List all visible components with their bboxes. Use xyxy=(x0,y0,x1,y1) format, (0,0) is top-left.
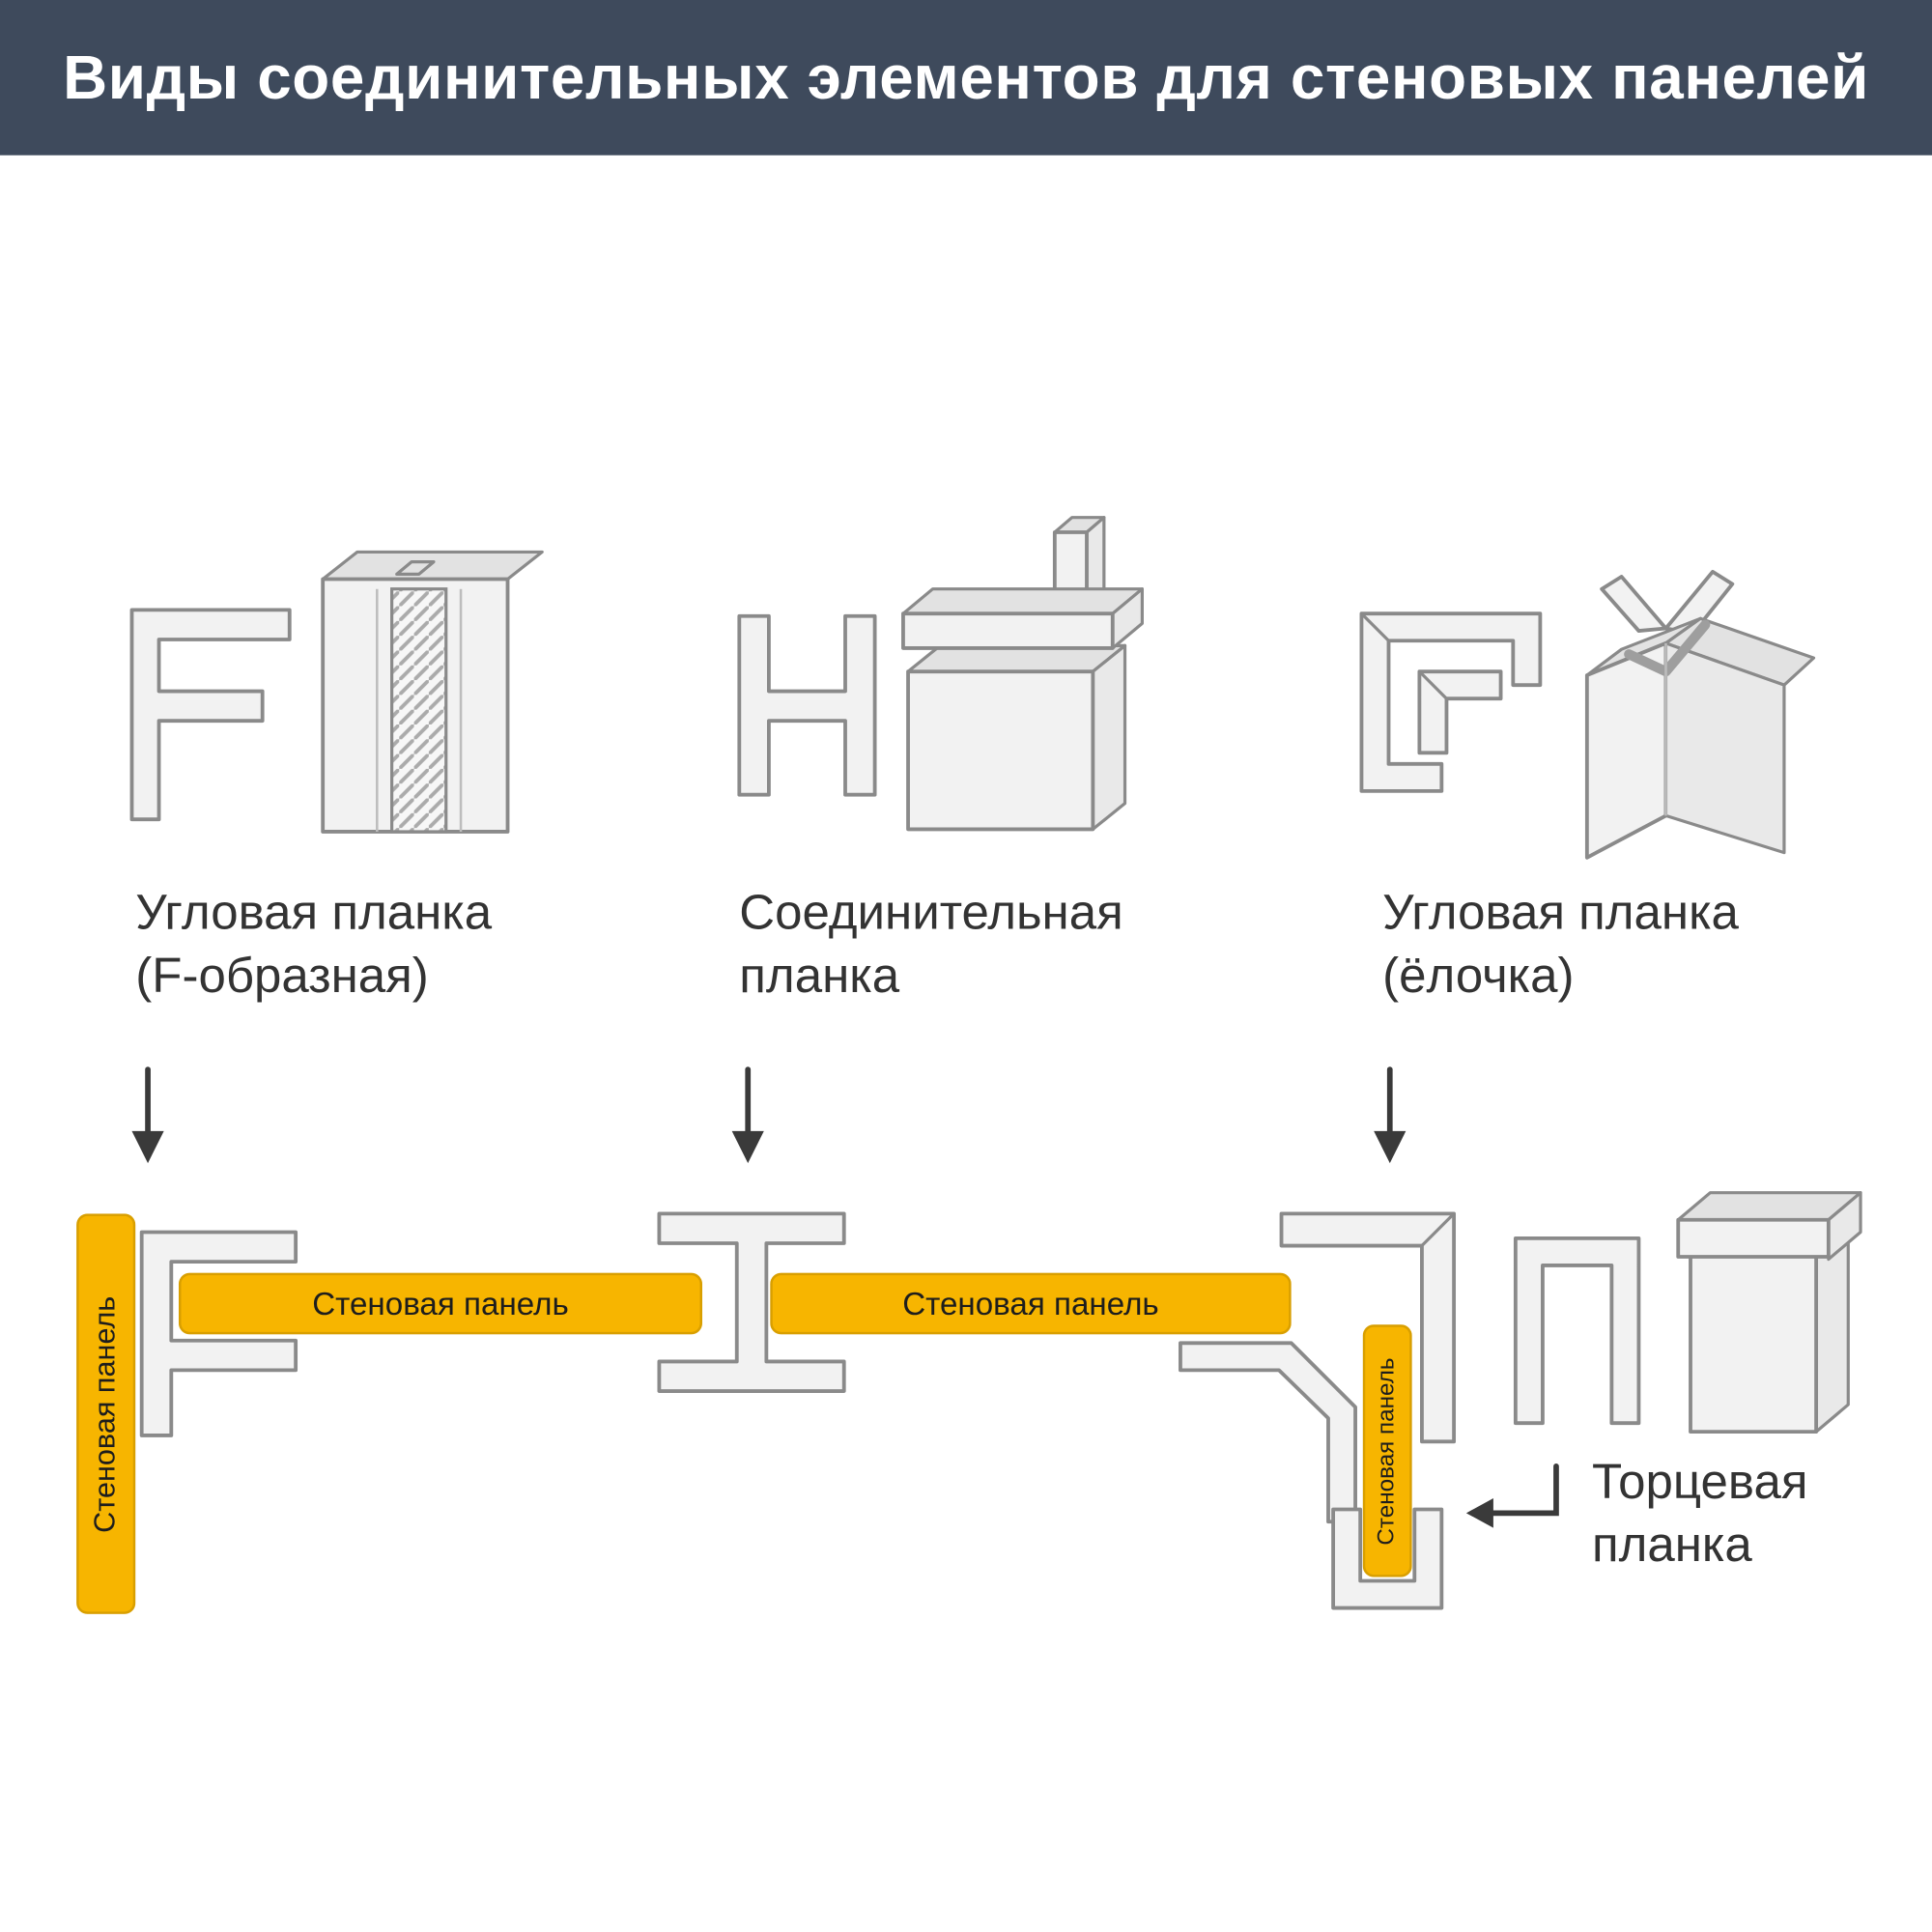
h-profile-3d-panel-side xyxy=(1091,643,1127,832)
f-profile-3d-top-slot xyxy=(395,560,436,576)
end-profile-3d-panel-side xyxy=(1814,1213,1850,1434)
corner-3d-wing-right xyxy=(1663,569,1735,636)
f-profile-label-line1: Угловая планка xyxy=(135,886,493,941)
h-profile-3d-plate-side xyxy=(1111,587,1144,650)
h-profile-3d-web-side xyxy=(1085,516,1106,615)
wall-panel-right-vertical: Стеновая панель xyxy=(1362,1324,1412,1577)
h-profile-3d-illustration xyxy=(901,516,1144,832)
h-profile-3d-panel-front xyxy=(906,669,1095,832)
end-profile-3d-panel-top xyxy=(1689,1213,1850,1244)
down-arrow-corner-profile xyxy=(1374,1066,1406,1164)
wall-panel-horizontal-1-label: Стеновая панель xyxy=(312,1284,569,1321)
down-arrow-f-profile xyxy=(131,1066,164,1164)
end-profile-3d-panel-front xyxy=(1689,1239,1819,1435)
f-profile-2d-icon xyxy=(129,608,292,822)
corner-profile-3d-illustration xyxy=(1584,569,1816,860)
corner-profile-outer-mitre xyxy=(1360,612,1390,642)
h-profile-2d-icon xyxy=(737,613,877,797)
end-profile-3d-illustration xyxy=(1676,1191,1862,1435)
end-profile-2d-icon xyxy=(1513,1236,1641,1426)
corner-3d-plate-right xyxy=(1663,641,1786,855)
corner-profile-label: Угловая планка (ёлочка) xyxy=(1382,882,1739,1008)
f-profile-3d-front-face xyxy=(321,577,510,834)
f-profile-3d-illustration xyxy=(321,550,544,834)
down-arrow-h-head xyxy=(731,1130,764,1164)
h-profile-3d-plate-front xyxy=(901,611,1115,650)
h-profile-3d-web-top xyxy=(1053,516,1106,534)
end-profile-3d-cap-side xyxy=(1827,1191,1862,1262)
corner-profile-outer-section xyxy=(1359,611,1543,793)
down-arrow-corner-head xyxy=(1374,1130,1406,1164)
end-profile-3d-cap-front xyxy=(1676,1217,1831,1259)
down-arrow-f-head xyxy=(131,1130,164,1164)
end-cap-pointer-line xyxy=(1488,1463,1559,1517)
end-cap-pointer-head xyxy=(1465,1498,1493,1528)
f-profile-3d-top-face xyxy=(321,550,544,582)
f-profile-label: Угловая планка (F-образная) xyxy=(135,882,492,1008)
h-profile-3d-panel-top xyxy=(906,643,1127,673)
corner-3d-top-left xyxy=(1585,616,1702,677)
assembly-corner-profile xyxy=(1179,1211,1457,1524)
corner-3d-wing-left xyxy=(1600,575,1668,633)
wall-panel-horizontal-1: Стеновая панель xyxy=(178,1272,703,1335)
end-profile-3d-cap-top xyxy=(1676,1191,1862,1222)
f-profile-label-line2: (F-образная) xyxy=(135,949,429,1004)
h-profile-cross-section xyxy=(737,613,877,797)
corner-profile-label-line1: Угловая планка xyxy=(1382,886,1739,941)
end-profile-cross-section xyxy=(1513,1236,1641,1426)
wall-panel-left-vertical-label: Стеновая панель xyxy=(88,1295,123,1533)
wall-panel-left-vertical: Стеновая панель xyxy=(76,1213,136,1614)
assembly-corner-inner xyxy=(1179,1341,1357,1524)
h-profile-label-line1: Соединительная xyxy=(739,886,1123,941)
end-profile-label: Торцевая планка xyxy=(1592,1452,1807,1577)
h-profile-3d-plate-top xyxy=(901,587,1144,615)
end-cap-pointer-arrow xyxy=(1465,1463,1559,1528)
corner-3d-groove xyxy=(1624,619,1711,677)
corner-profile-inner-mitre xyxy=(1418,670,1448,700)
down-arrow-h-profile xyxy=(731,1066,764,1164)
header-bar: Виды соединительных элементов для стенов… xyxy=(0,0,1932,156)
h-profile-label: Соединительная планка xyxy=(739,882,1122,1008)
h-profile-3d-web-front xyxy=(1052,530,1089,616)
wall-panel-right-vertical-label: Стеновая панель xyxy=(1374,1356,1400,1545)
end-profile-label-line2: планка xyxy=(1591,1518,1752,1573)
f-profile-cross-section xyxy=(129,608,292,822)
page-title: Виды соединительных элементов для стенов… xyxy=(63,43,1869,113)
f-profile-3d-panel-insert xyxy=(390,587,448,834)
wall-panel-horizontal-2: Стеновая панель xyxy=(770,1272,1292,1335)
assembly-corner-outer-mitre xyxy=(1420,1212,1456,1247)
corner-3d-top-right xyxy=(1663,616,1816,687)
corner-profile-label-line2: (ёлочка) xyxy=(1382,949,1575,1004)
corner-profile-inner-section xyxy=(1417,669,1503,755)
end-profile-label-line1: Торцевая xyxy=(1591,1455,1808,1510)
h-profile-label-line2: планка xyxy=(739,949,900,1004)
corner-profile-2d-icon xyxy=(1359,611,1543,793)
corner-3d-plate-left xyxy=(1584,640,1668,860)
wall-panel-horizontal-2-label: Стеновая панель xyxy=(902,1284,1159,1321)
